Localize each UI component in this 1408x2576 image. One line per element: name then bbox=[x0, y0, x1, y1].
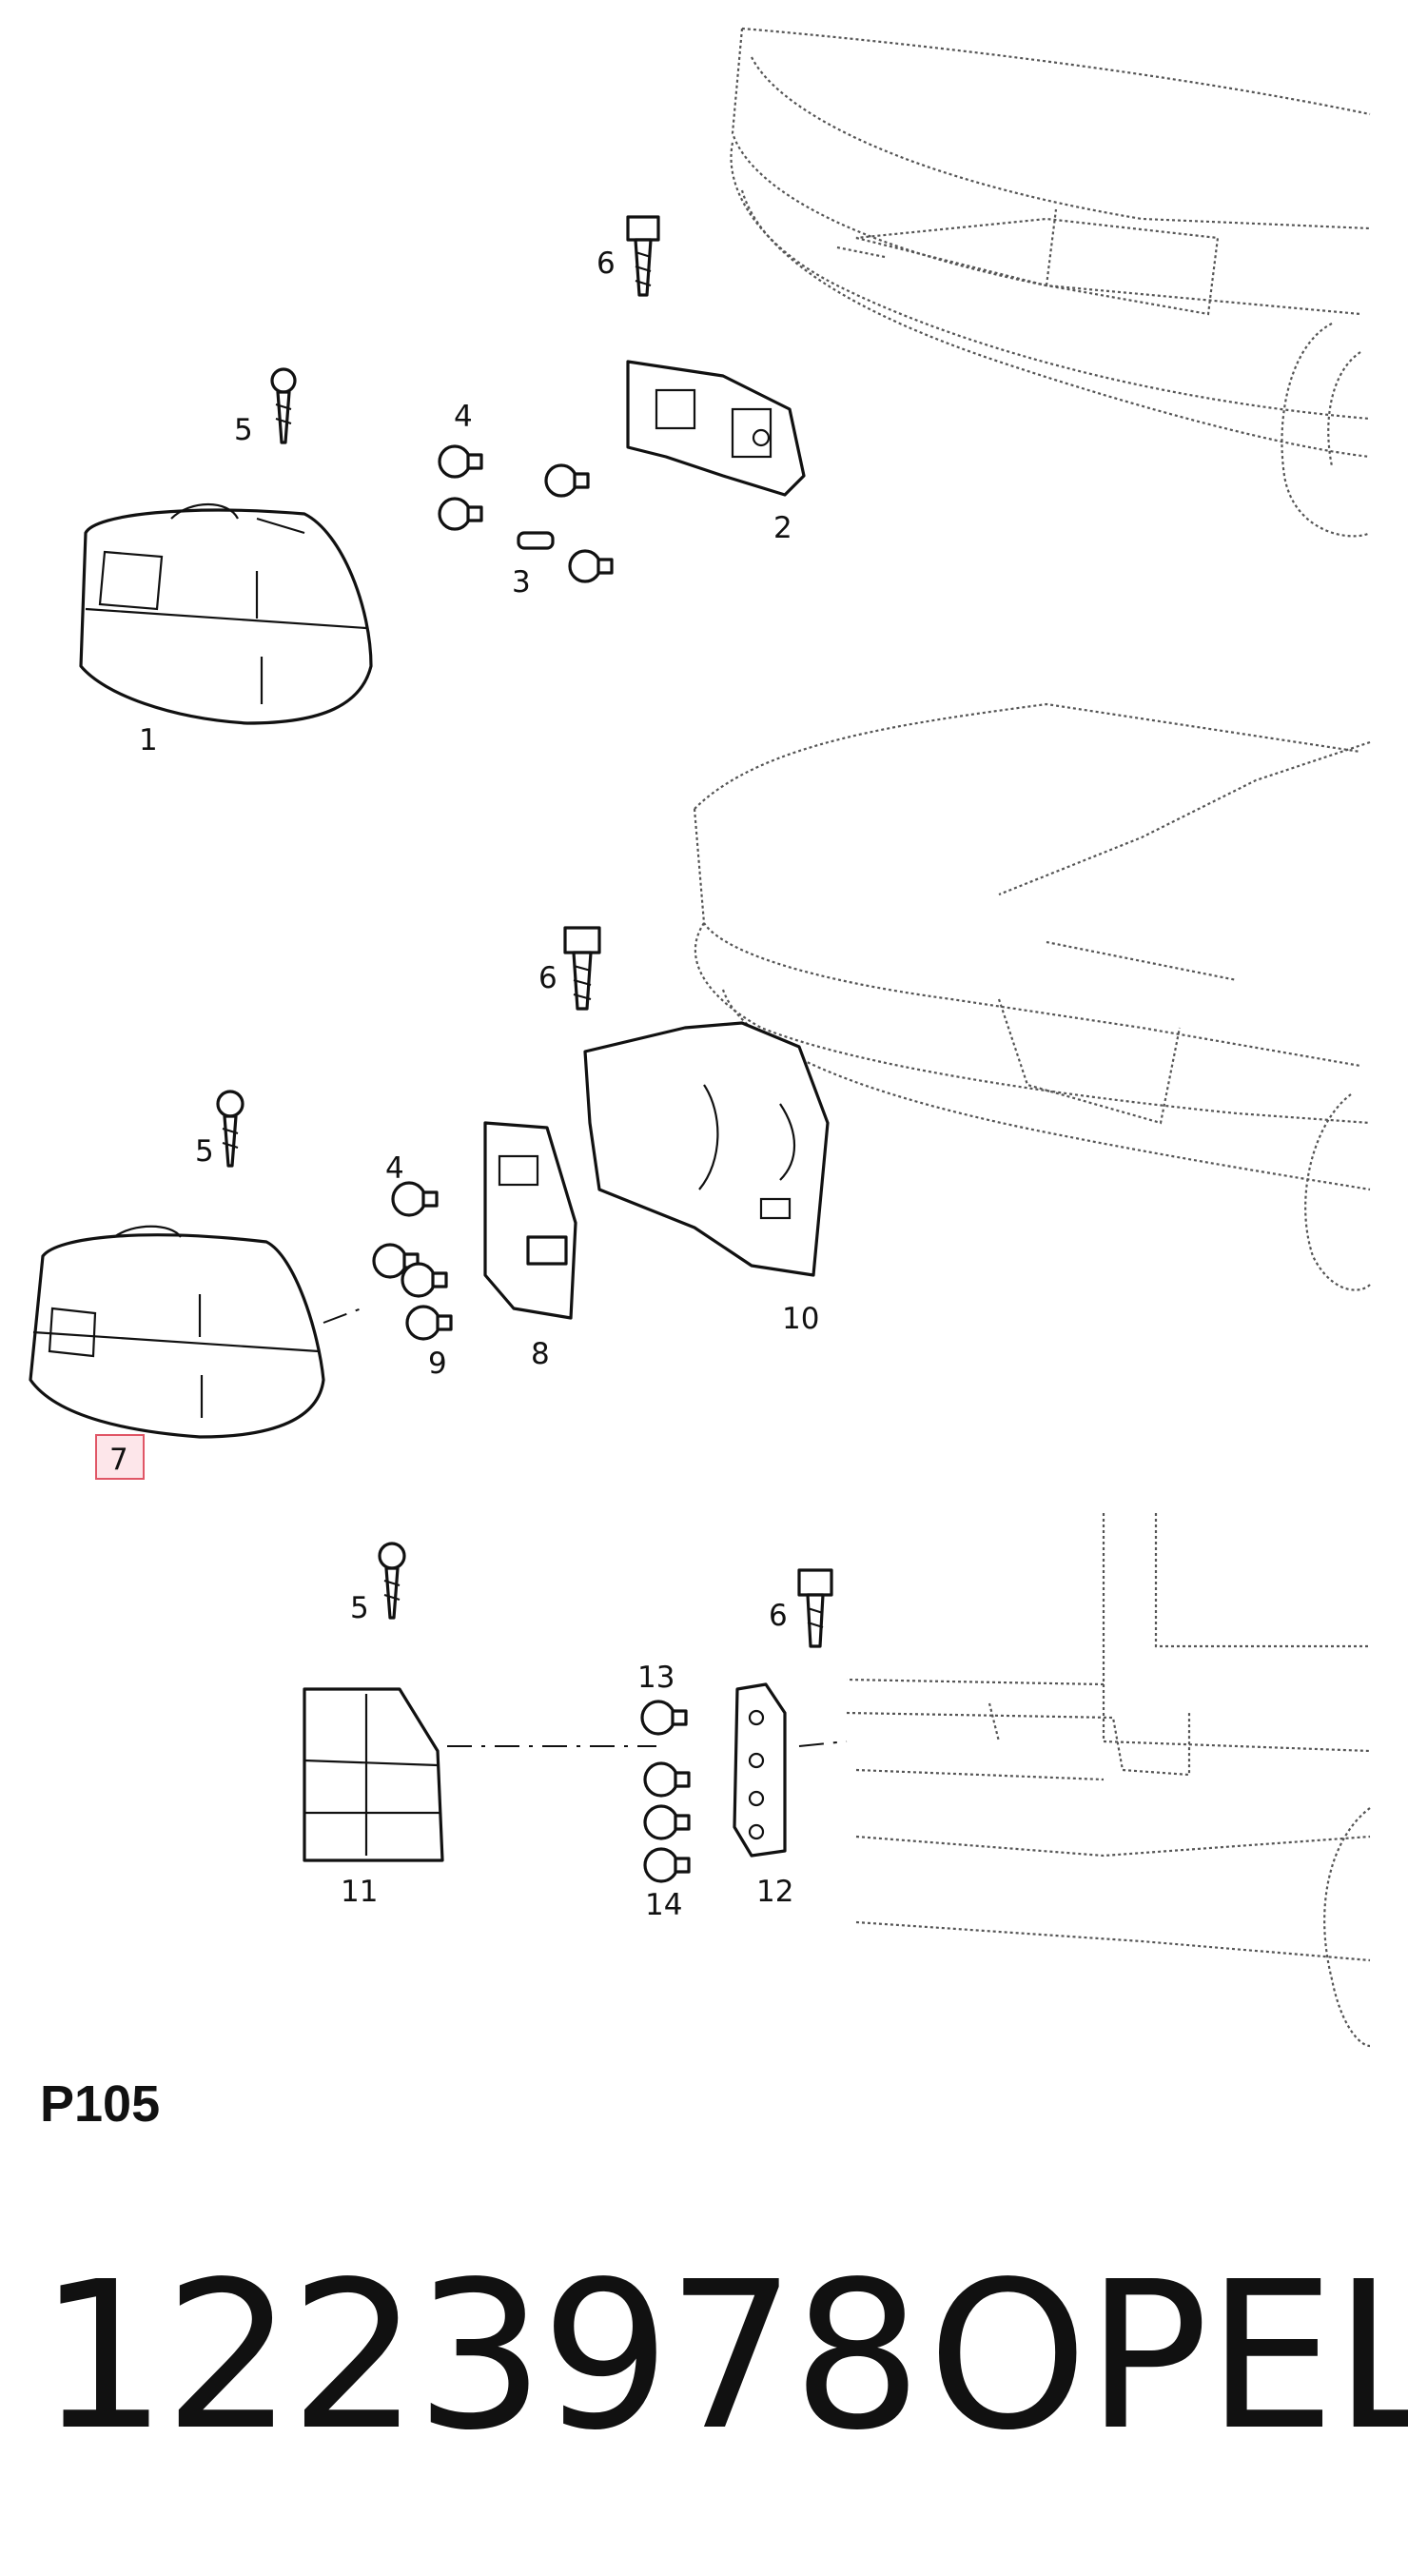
bottom-bolt-6 bbox=[797, 1568, 833, 1648]
callout-mid-bolt: 6 bbox=[538, 961, 557, 995]
bottom-leader-right bbox=[798, 1740, 848, 1747]
top-holder-2 bbox=[626, 360, 806, 497]
bottom-bulbs bbox=[640, 1700, 691, 1883]
middle-holder-8 bbox=[483, 1121, 577, 1320]
callout-mid-lamp-highlight: 7 bbox=[109, 1443, 128, 1477]
callout-top-bolt: 6 bbox=[596, 246, 616, 281]
middle-car-outline bbox=[693, 702, 1371, 1291]
top-bolt-6 bbox=[626, 215, 660, 297]
top-bulb-small-3 bbox=[517, 531, 555, 550]
callout-bot-screw: 5 bbox=[350, 1591, 369, 1625]
top-car-outline bbox=[730, 27, 1371, 538]
callout-top-holder: 2 bbox=[773, 511, 792, 545]
callout-bot-holder: 12 bbox=[756, 1875, 793, 1909]
top-screw-5 bbox=[270, 367, 297, 444]
callout-mid-bulbs-lower: 9 bbox=[428, 1347, 447, 1381]
part-number: 1223978 bbox=[38, 2238, 922, 2475]
middle-bolt-6 bbox=[563, 926, 601, 1011]
callout-top-bulbs: 4 bbox=[454, 400, 473, 434]
middle-screw-5 bbox=[216, 1090, 244, 1168]
callout-top-screw: 5 bbox=[234, 413, 253, 447]
middle-bulbs-4 bbox=[372, 1181, 453, 1341]
callout-top-lamp: 1 bbox=[139, 723, 158, 757]
bottom-lamp-11 bbox=[303, 1687, 444, 1862]
callout-bot-lamp: 11 bbox=[341, 1875, 378, 1909]
brand-name: OPEL bbox=[928, 2238, 1408, 2475]
bottom-screw-5 bbox=[378, 1542, 406, 1620]
callout-mid-cover: 10 bbox=[782, 1302, 819, 1336]
top-lamp-1 bbox=[79, 502, 373, 725]
middle-cover-10 bbox=[583, 1021, 830, 1277]
bottom-car-outline bbox=[846, 1513, 1371, 2048]
diagram-code: P105 bbox=[40, 2075, 161, 2133]
callout-mid-holder: 8 bbox=[531, 1337, 550, 1371]
middle-lamp-7 bbox=[29, 1225, 325, 1439]
callout-highlight-box bbox=[95, 1434, 145, 1480]
bottom-holder-12 bbox=[733, 1682, 787, 1858]
callout-top-bulb-small: 3 bbox=[512, 565, 531, 600]
callout-bot-bulbs-lower: 14 bbox=[645, 1888, 682, 1922]
middle-leader-line bbox=[323, 1308, 362, 1324]
callout-bot-bolt: 6 bbox=[769, 1599, 788, 1633]
callout-bot-bulb-top: 13 bbox=[637, 1661, 675, 1695]
callout-mid-bulbs: 4 bbox=[385, 1151, 404, 1186]
callout-mid-screw: 5 bbox=[195, 1134, 214, 1169]
top-bulbs-4 bbox=[438, 444, 614, 583]
